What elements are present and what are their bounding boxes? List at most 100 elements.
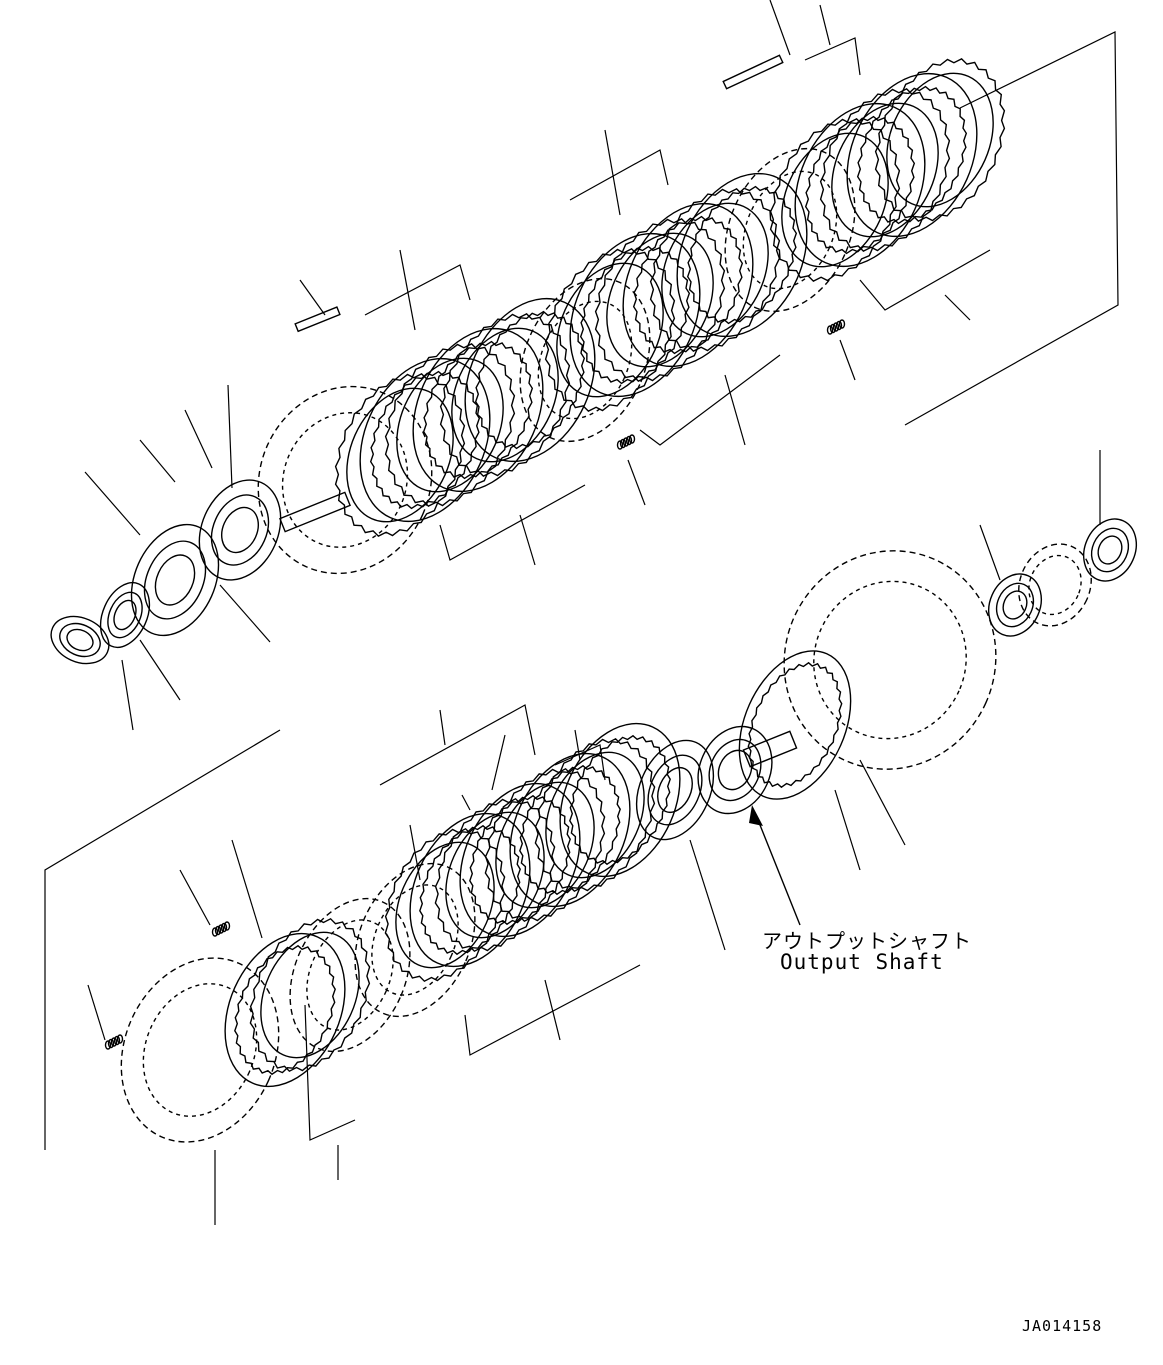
seal-cover-outer — [130, 523, 220, 637]
upper-disc-4-outer — [412, 327, 544, 493]
spring-1-coil-3 — [622, 437, 630, 447]
upper-disc-16-inner — [804, 115, 916, 255]
upper-disc-6-outer — [464, 297, 596, 463]
leader-25 — [231, 839, 263, 939]
spring-3-coil-2 — [214, 925, 222, 936]
upper-disc-16-outer — [794, 102, 926, 268]
yoke-flange-inner — [59, 622, 101, 658]
leader-22 — [574, 729, 581, 761]
upper-disc-18-outer — [846, 72, 978, 238]
spring-3-coil-5 — [223, 921, 231, 931]
leader-27 — [87, 984, 106, 1041]
output-shaft-flange-inner — [708, 738, 762, 802]
upper-disc-13-outer — [676, 172, 808, 338]
spring-4-coil-3 — [110, 1037, 118, 1047]
lower-disc-11-inner — [545, 751, 645, 879]
leader-12 — [819, 4, 831, 46]
lower-disc-5-inner — [395, 841, 495, 969]
leader-14 — [627, 459, 646, 506]
upper-disc-11-outer — [622, 202, 754, 368]
bearing-2-bore — [1097, 535, 1123, 565]
leader-8 — [299, 279, 326, 316]
upper-disc-3-outer — [384, 343, 516, 507]
leader-20 — [439, 709, 446, 746]
upper-disc-15-outer — [769, 118, 901, 282]
upper-disc-2-inner — [369, 370, 481, 510]
seal-cover-bore — [154, 554, 196, 606]
spring-4-coil-1 — [104, 1040, 112, 1050]
upper-disc-9-inner — [579, 245, 691, 385]
upper-group-bracket-2 — [569, 149, 669, 201]
clutch-housing-1-inner — [281, 412, 409, 548]
bearing-2-outer — [1083, 518, 1137, 582]
upper-disc-12-outer — [649, 188, 781, 352]
splined-shaft — [279, 491, 351, 533]
leader-7 — [121, 659, 134, 731]
lower-disc-10-inner — [519, 764, 621, 896]
lower-disc-9-outer — [484, 767, 606, 923]
thrust-washer-bore — [657, 766, 693, 814]
piston-housing-bore — [221, 506, 259, 554]
upper-group-bracket-5 — [639, 354, 781, 446]
spring-2-coil-4 — [835, 320, 843, 331]
bearing-2-inner — [1090, 527, 1130, 573]
lower-group-bracket-2 — [554, 744, 606, 781]
rear-housing-inner — [142, 983, 258, 1117]
spring-3-coil-3 — [217, 924, 225, 934]
piston-housing-outer — [198, 479, 282, 581]
bearing-1-outer — [988, 573, 1042, 637]
arrow-head — [749, 805, 763, 826]
leader-10 — [604, 129, 621, 216]
spring-1-coil-5 — [628, 434, 636, 444]
upper-disc-8-inner — [556, 262, 664, 398]
upper-clutch-assembly — [50, 54, 1006, 1050]
spring-2-coil-1 — [826, 325, 834, 335]
front-hub-ring-outer — [738, 650, 852, 800]
spring-3-coil-4 — [220, 922, 228, 933]
upper-disc-17-outer — [819, 88, 951, 252]
upper-disc-12-inner — [661, 202, 769, 338]
bearing-race-outer — [1018, 543, 1092, 627]
lower-disc-1-outer — [224, 932, 346, 1088]
output-shaft-flange-bore — [717, 749, 753, 791]
output-shaft-flange-outer — [697, 725, 773, 815]
upper-disc-11-inner — [632, 215, 744, 355]
lower-disc-3-inner — [306, 919, 394, 1031]
lower-disc-8-inner — [469, 794, 571, 926]
rear-housing-outer — [120, 957, 280, 1143]
upper-group-bracket-6 — [859, 249, 991, 311]
arrow-shaft — [757, 819, 801, 926]
spring-4-coil-4 — [113, 1035, 121, 1046]
lower-disc-2-inner — [260, 931, 360, 1059]
leader-24 — [409, 824, 421, 881]
spring-2-coil-5 — [838, 319, 846, 329]
spring-1-coil-4 — [625, 435, 633, 446]
snap-ring-inner — [107, 591, 143, 639]
leader-21 — [491, 734, 506, 791]
leader-3 — [184, 409, 213, 469]
front-housing-outer — [783, 550, 997, 770]
front-hub-ring-inner — [747, 661, 843, 789]
seal-cover-inner — [143, 540, 207, 620]
lower-disc-8-outer — [459, 782, 581, 938]
leader-15 — [724, 374, 746, 446]
leader-17 — [944, 294, 971, 321]
upper-disc-15-inner — [781, 132, 889, 268]
upper-disc-10-inner — [606, 232, 714, 368]
upper-disc-3-inner — [396, 357, 504, 493]
pin-1 — [294, 306, 341, 333]
leader-lines — [84, 0, 1101, 1225]
leader-1 — [84, 471, 141, 536]
spring-2-coil-3 — [832, 322, 840, 332]
leader-2 — [139, 439, 176, 483]
upper-group-bracket-1 — [364, 264, 471, 316]
assembly-frame-lines — [44, 31, 1119, 1150]
pin-2 — [722, 54, 784, 90]
leader-31 — [689, 839, 726, 951]
lower-disc-6-inner — [419, 824, 521, 956]
upper-disc-7-inner — [537, 300, 633, 420]
spring-1-coil-2 — [619, 438, 627, 449]
leader-32 — [834, 789, 861, 871]
lower-disc-6-outer — [409, 812, 531, 968]
